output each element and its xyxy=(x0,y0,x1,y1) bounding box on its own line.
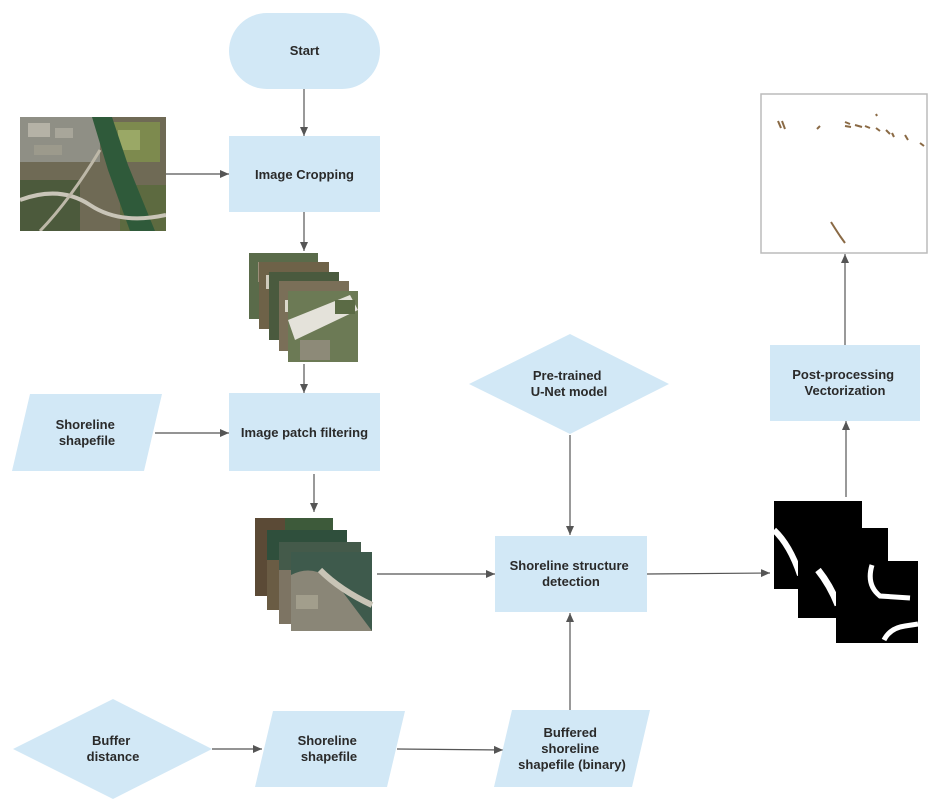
vector-result-icon xyxy=(760,93,928,254)
image-patch-filtering-label: Image patch filtering xyxy=(241,425,368,440)
image-cropping-process xyxy=(229,136,380,212)
image-cropping-label: Image Cropping xyxy=(255,167,354,182)
node-shoreline-shapefile-bottom: Shoreline shapefile xyxy=(255,711,405,787)
node-post-processing: Post-processing Vectorization xyxy=(770,345,920,421)
shoreline-shapefile-bottom-label: Shoreline shapefile xyxy=(298,733,361,764)
filtered-patch-stack-icon xyxy=(255,518,374,631)
pretrained-unet-decision xyxy=(469,334,669,434)
image-patch-stack-icon xyxy=(249,253,358,362)
shoreline-structure-detection-process xyxy=(495,536,647,612)
node-image-patch-filtering: Image patch filtering xyxy=(229,393,380,471)
buffer-distance-decision xyxy=(13,699,212,799)
post-processing-label: Post-processing Vectorization xyxy=(792,367,897,398)
aerial-photo-icon xyxy=(20,117,166,231)
start-terminator xyxy=(229,13,380,89)
pretrained-unet-label: Pre-trained U-Net model xyxy=(531,368,608,399)
binary-mask-stack-icon xyxy=(771,501,919,643)
post-processing-process xyxy=(770,345,920,421)
shoreline-shapefile-input-data xyxy=(12,394,162,471)
shoreline-shapefile-bottom-data xyxy=(255,711,405,787)
start-label: Start xyxy=(290,43,320,58)
buffered-shoreline-data xyxy=(494,710,650,787)
node-buffered-shoreline: Buffered shoreline shapefile (binary) xyxy=(494,710,650,787)
node-shoreline-shapefile-input: Shoreline shapefile xyxy=(12,394,162,471)
binary-mask xyxy=(836,561,919,643)
shoreline-structure-detection-label: Shoreline structure detection xyxy=(510,558,633,589)
buffered-shoreline-label: Buffered shoreline shapefile (binary) xyxy=(518,725,626,772)
arrow-detection-to-masks xyxy=(646,569,771,578)
image-patch-filtering-process xyxy=(229,393,380,471)
node-buffer-distance: Buffer distance xyxy=(13,699,212,799)
image-patch xyxy=(288,291,358,362)
buffer-distance-label: Buffer distance xyxy=(87,733,140,764)
node-pretrained-unet: Pre-trained U-Net model xyxy=(469,334,669,434)
shoreline-shapefile-input-label: Shoreline shapefile xyxy=(56,417,119,448)
node-start: Start xyxy=(229,13,380,89)
node-shoreline-structure-detection: Shoreline structure detection xyxy=(495,536,647,612)
connector-arrows xyxy=(155,89,850,754)
arrow-shapefile-to-buffered xyxy=(396,745,504,754)
image-patch xyxy=(291,552,374,631)
node-image-cropping: Image Cropping xyxy=(229,136,380,212)
